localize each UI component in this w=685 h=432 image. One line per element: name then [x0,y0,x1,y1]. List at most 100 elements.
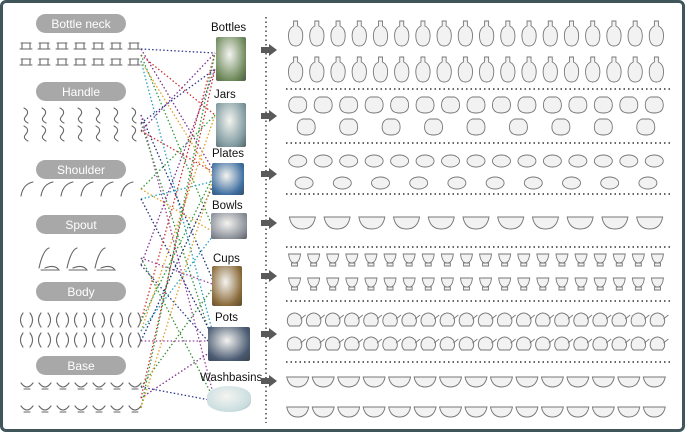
connection-line [140,180,216,200]
pot-sketch-icon [573,336,593,351]
cup-sketch-icon [555,277,569,291]
basin-sketch-icon [337,376,361,388]
connection-line [140,114,216,332]
body-sketch-icon [127,312,142,328]
jar-sketch-icon [296,118,316,136]
jar-sketch-icon [288,96,308,114]
base-sketch-icon [92,405,106,413]
pot-sketch-icon [592,336,612,351]
pot-sketch-icon [401,336,421,351]
handle-sketch-icon [113,107,119,124]
pot-sketch-icon [611,336,631,351]
plate-sketch-icon [447,176,467,190]
jar-sketch-icon [517,96,537,114]
basin-sketch-icon [388,376,412,388]
bottle-sketch-icon [542,56,558,83]
bowl-sketch-icon [566,216,594,230]
bottle-sketch-icon [436,56,452,83]
bottle-sketch-icon [309,56,325,83]
base-sketch-icon [110,382,124,390]
jar-sketch-icon [619,96,639,114]
spout-sketch-icon [94,247,117,271]
base-sketch-icon [128,405,142,413]
pot-sketch-icon [535,312,555,327]
plate-sketch-icon [371,176,390,190]
base-sketch-icon [20,382,34,390]
pot-sketch-icon [420,312,440,327]
body-sketch-icon [109,332,124,348]
pot-sketch-icon [420,336,440,351]
cup-sketch-icon [498,277,512,291]
pot-sketch-icon [382,336,402,351]
pot-sketch-icon [325,336,345,351]
body-sketch-icon [91,312,106,328]
connection-line [140,48,216,174]
category-label-cups: Cups [213,253,240,265]
neck-sketch-icon [55,58,69,66]
pot-sketch-icon [344,312,364,327]
cup-sketch-icon [383,277,397,291]
body-sketch-icon [19,332,34,348]
basin-sketch-icon [591,376,615,388]
connection-line [140,114,216,190]
connection-line [140,68,216,124]
part-pill-spout: Spout [36,215,126,234]
bottle-sketch-icon [606,56,622,83]
plate-sketch-icon [638,176,658,190]
handle-sketch-icon [77,125,83,142]
figure-graphics [19,17,671,423]
cup-sketch-icon [326,277,340,291]
neck-sketch-icon [19,42,33,50]
cup-sketch-icon [631,277,645,291]
cup-sketch-icon [383,253,397,267]
cup-sketch-icon [364,277,378,291]
handle-sketch-icon [131,107,137,124]
pot-sketch-icon [363,336,383,351]
bottle-sketch-icon [563,56,580,83]
jar-sketch-icon [551,118,571,136]
cup-sketch-icon [593,277,607,291]
pot-sketch-icon [286,336,306,351]
bowl-sketch-icon [323,216,351,230]
connection-line [140,188,216,234]
plate-sketch-icon [415,154,435,168]
shoulder-sketch-icon [100,181,114,197]
basin-sketch-icon [413,376,437,388]
basin-sketch-icon [515,376,539,388]
connection-line [140,386,216,402]
pot-sketch-icon [477,312,497,327]
connection-line [140,52,216,409]
base-sketch-icon [56,405,70,413]
basin-sketch-icon [311,406,335,418]
bottle-sketch-icon [330,56,346,83]
cup-sketch-icon [402,253,416,267]
bottle-sketch-icon [648,20,664,47]
part-pill-shoulder: Shoulder [36,160,126,179]
bottle-sketch-icon [372,56,389,83]
shoulder-sketch-icon [120,181,134,197]
category-label-jars: Jars [214,89,236,101]
plate-sketch-icon [485,176,505,190]
bowl-sketch-icon [497,216,525,230]
cup-sketch-icon [288,277,302,291]
basin-sketch-icon [642,376,666,388]
connection-line [140,68,216,266]
handle-sketch-icon [41,125,47,142]
basin-sketch-icon [362,376,386,388]
basin-sketch-icon [438,406,463,418]
bottles-thumbnail [216,37,246,81]
basin-sketch-icon [286,376,310,388]
bottle-sketch-icon [288,20,304,47]
basin-sketch-icon [566,376,590,388]
connection-line [140,130,216,174]
part-label: Shoulder [56,162,106,177]
jar-sketch-icon [593,96,613,114]
plate-sketch-icon [542,154,562,168]
body-sketch-icon [91,332,106,348]
jar-sketch-icon [568,96,588,114]
bottle-sketch-icon [500,20,516,47]
handle-sketch-icon [131,125,137,142]
part-pill-body: Body [36,282,126,301]
handle-sketch-icon [77,107,83,124]
plate-sketch-icon [492,154,511,168]
